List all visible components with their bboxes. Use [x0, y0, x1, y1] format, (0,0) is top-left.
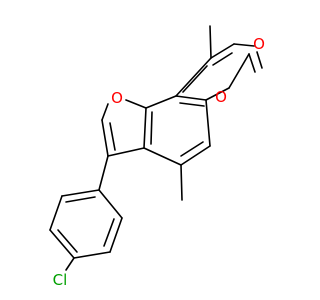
oxygen-pyranone-label: O	[215, 88, 227, 106]
molecule-structure: O O O Cl	[49, 25, 265, 289]
bond-ph6-ph1	[98, 189, 123, 219]
bond-ph1-ph2-double	[65, 196, 96, 203]
bond-ph3-ph4	[49, 229, 75, 259]
molecule-canvas: O O O Cl	[49, 25, 265, 289]
bond-c5-c4-double	[180, 141, 204, 157]
bond-c9b-c9a	[145, 95, 177, 109]
bond-o-pyranone-c6a	[205, 87, 230, 101]
bond-c4-methyl	[180, 164, 183, 201]
bond-c4-c3a	[143, 147, 182, 166]
bond-ph4-cl	[65, 257, 75, 271]
bond-c3a-c9b	[143, 107, 147, 149]
bond-o-furan-c2	[101, 103, 109, 121]
bond-c6a-c6a-inner	[179, 102, 205, 107]
bond-c9-c8	[210, 43, 235, 59]
bond-c9a-c9	[175, 57, 212, 97]
bond-ph1-ph2	[61, 189, 100, 197]
bond-c2-c3-double	[109, 122, 116, 151]
bond-c9-methyl	[209, 25, 212, 59]
bond-c3-c3a	[107, 147, 145, 157]
bond-ph5-ph6-double	[103, 218, 115, 247]
bond-ph2-ph3	[49, 195, 63, 231]
oxygen-carbonyl-label: O	[253, 35, 265, 53]
bond-c2-c3	[101, 119, 109, 157]
bond-c7-o-carbonyl-double	[256, 51, 263, 69]
bond-ph4-ph5	[73, 251, 111, 259]
bond-ph5-ph6	[109, 217, 123, 253]
bond-c6a-c5	[205, 99, 211, 147]
bond-c9a-c6a	[175, 95, 207, 101]
bond-c9b-o-furan	[125, 99, 147, 109]
chlorine-label: Cl	[53, 271, 68, 289]
bond-c3a-c9b-double	[150, 111, 153, 145]
oxygen-furan-label: O	[111, 89, 123, 107]
bond-c5-c4	[180, 145, 211, 166]
bond-c7-o-carbonyl	[248, 53, 256, 73]
bond-c8-c7	[233, 43, 255, 47]
bond-c9-c8-double	[212, 52, 233, 66]
bond-c7-o-pyranone	[228, 53, 250, 89]
bond-ph3-ph4-double	[57, 229, 78, 253]
bond-c9a-c9-inner	[182, 65, 208, 93]
bond-c3-phenyl	[98, 155, 109, 191]
